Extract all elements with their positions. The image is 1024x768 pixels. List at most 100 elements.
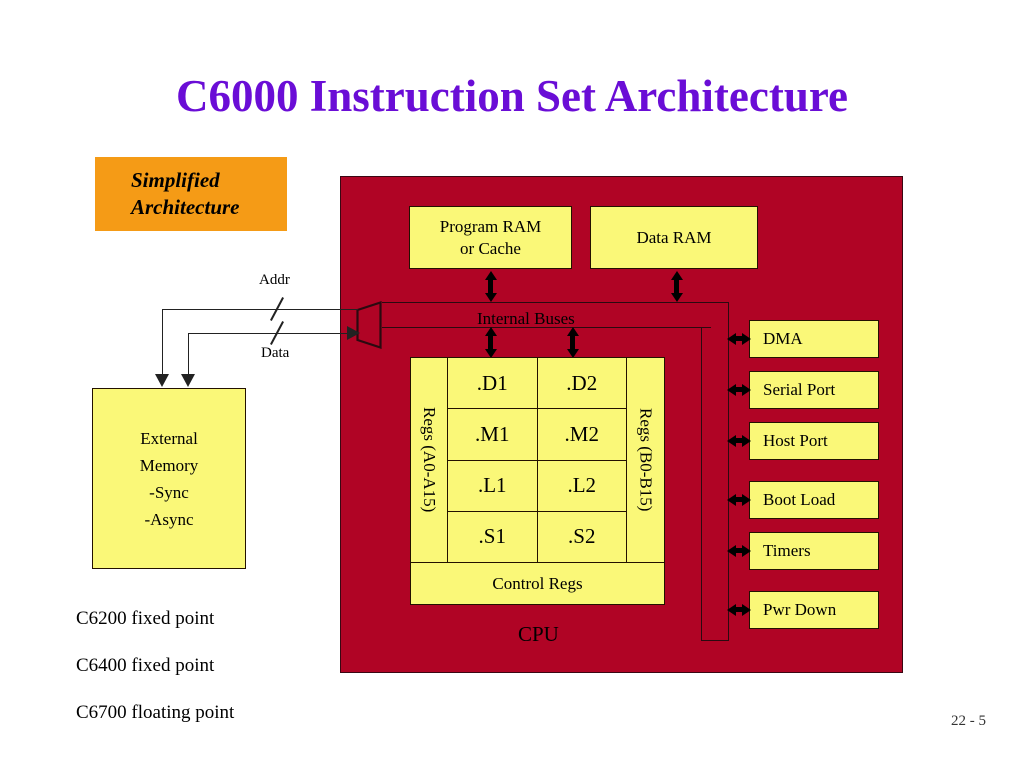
device-list-item-1: C6400 fixed point <box>76 655 215 676</box>
peripheral-block: Boot Load <box>749 481 879 519</box>
internal-bus-top-rail-extension <box>711 302 729 303</box>
register-file-a: Regs (A0-A15) <box>411 358 448 562</box>
control-regs-row: Control Regs <box>411 562 664 604</box>
bus-to-regfile-arrow-left <box>484 327 497 358</box>
unit-s1: .S1 <box>478 524 506 549</box>
arrow-shaft <box>736 336 742 341</box>
unit-s2: .S2 <box>568 524 596 549</box>
functional-units-column-b: .D2 .M2 .L2 .S2 <box>537 358 626 562</box>
arrow-head-down <box>484 293 497 302</box>
arrow-head-up <box>670 271 683 280</box>
peripheral-block: Timers <box>749 532 879 570</box>
data-wire-arrowhead-down <box>181 374 195 387</box>
device-family-list: C6200 fixed point C6400 fixed point C670… <box>76 607 234 748</box>
peripheral-bus-arrow <box>727 434 751 447</box>
unit-m1: .M1 <box>448 409 537 461</box>
data-wire-arrowhead-right <box>347 326 360 340</box>
register-file-a-label: Regs (A0-A15) <box>420 407 439 513</box>
register-file-b-label: Regs (B0-B15) <box>636 408 656 512</box>
external-memory-line-1: External <box>140 428 198 448</box>
trapezoid-shape <box>356 300 382 350</box>
functional-units-column-a: .D1 .M1 .L1 .S1 <box>448 358 538 562</box>
addr-label: Addr <box>259 272 290 288</box>
arrow-shaft <box>736 497 742 502</box>
arrow-head-down <box>670 293 683 302</box>
cpu-register-table: Regs (A0-A15) .D1 .M1 .L1 .S1 .D2 .M2 .L… <box>410 357 665 605</box>
arrow-shaft <box>736 548 742 553</box>
arrow-head-left <box>727 603 736 616</box>
arrow-shaft <box>488 336 493 349</box>
callout-line-2: Architecture <box>131 195 240 219</box>
external-memory-line-4: -Async <box>144 509 194 529</box>
arrow-head-right <box>742 434 751 447</box>
peripheral-bus-arrow <box>727 332 751 345</box>
simplified-architecture-callout: Simplified Architecture <box>95 157 287 231</box>
data-ram-block: Data RAM <box>590 206 758 269</box>
arrow-head-right <box>742 544 751 557</box>
arrow-head-up <box>566 327 579 336</box>
arrow-shaft <box>736 438 742 443</box>
peripheral-block: Serial Port <box>749 371 879 409</box>
peripheral-label: Pwr Down <box>763 600 837 619</box>
data-wire-vertical <box>188 333 189 375</box>
peripheral-bus-arrow <box>727 603 751 616</box>
device-list-item-2: C6700 floating point <box>76 702 235 723</box>
unit-m2: .M2 <box>537 409 626 461</box>
arrow-head-left <box>727 383 736 396</box>
peripheral-label: DMA <box>763 329 803 348</box>
peripheral-bus-arrow <box>727 493 751 506</box>
arrow-shaft <box>674 280 679 293</box>
unit-l1: .L1 <box>448 461 537 512</box>
external-memory-line-2: Memory <box>139 455 199 475</box>
peripheral-block: Pwr Down <box>749 591 879 629</box>
page-title: C6000 Instruction Set Architecture <box>175 71 848 121</box>
arrow-head-down <box>484 349 497 358</box>
arrow-head-left <box>727 434 736 447</box>
program-ram-bus-arrow <box>484 271 497 302</box>
peripheral-bus-bottom-return <box>701 640 729 641</box>
peripheral-label: Boot Load <box>763 490 836 509</box>
unit-d2: .D2 <box>537 358 626 410</box>
unit-d1: .D1 <box>448 358 537 410</box>
internal-bus-bottom-rail <box>382 327 711 328</box>
register-file-b: Regs (B0-B15) <box>626 358 664 562</box>
peripheral-bus-inner-vertical <box>701 327 702 641</box>
program-ram-line-1: Program RAM <box>439 216 542 236</box>
external-memory-line-3: -Sync <box>149 482 189 502</box>
data-ram-bus-arrow <box>670 271 683 302</box>
internal-bus-top-rail <box>382 302 729 303</box>
callout-line-1: Simplified <box>131 168 220 192</box>
peripheral-label: Timers <box>763 541 811 560</box>
peripheral-label: Host Port <box>763 431 828 450</box>
arrow-head-right <box>742 383 751 396</box>
data-ram-label: Data RAM <box>636 227 712 247</box>
peripheral-bus-outer-vertical <box>728 302 729 641</box>
arrow-shaft <box>736 387 742 392</box>
bus-to-regfile-arrow-right <box>566 327 579 358</box>
data-label: Data <box>261 345 290 361</box>
arrow-head-left <box>727 544 736 557</box>
cpu-label: CPU <box>518 622 559 646</box>
register-table-body: Regs (A0-A15) .D1 .M1 .L1 .S1 .D2 .M2 .L… <box>411 358 664 562</box>
arrow-shaft <box>570 336 575 349</box>
arrow-head-left <box>727 493 736 506</box>
peripheral-bus-arrow <box>727 383 751 396</box>
data-wire-horizontal <box>188 333 356 334</box>
arrow-shaft <box>736 607 742 612</box>
peripheral-block: DMA <box>749 320 879 358</box>
peripheral-block: Host Port <box>749 422 879 460</box>
arrow-head-up <box>484 327 497 336</box>
arrow-head-right <box>742 332 751 345</box>
bus-interface-buffer-icon <box>356 300 382 350</box>
external-memory-block: External Memory -Sync -Async <box>92 388 246 569</box>
addr-wire-horizontal <box>162 309 358 310</box>
addr-wire-vertical <box>162 309 163 375</box>
peripheral-bus-arrow <box>727 544 751 557</box>
arrow-head-left <box>727 332 736 345</box>
program-ram-line-2: or Cache <box>460 238 521 258</box>
unit-l2: .L2 <box>537 461 626 512</box>
peripheral-label: Serial Port <box>763 380 836 399</box>
arrow-head-up <box>484 271 497 280</box>
arrow-head-right <box>742 603 751 616</box>
